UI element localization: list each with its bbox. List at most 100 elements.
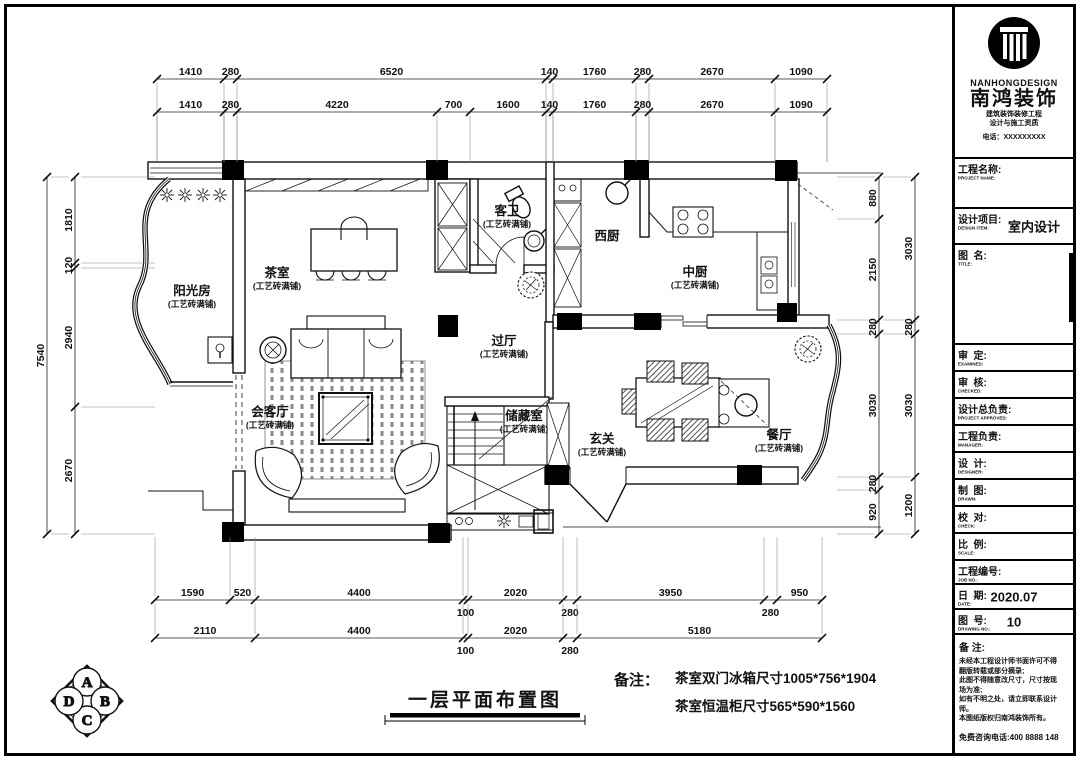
remark-line: 如有不明之处，请立即联系设计 bbox=[959, 696, 1057, 703]
tb-field-label: 设计项目:DESIGN ITEM: bbox=[958, 211, 1001, 232]
remark-lines: 未经本工程设计师书面许可不得翻版转载或部分摘录;此图不得随意改尺寸，尺寸按现场为… bbox=[959, 657, 1069, 724]
tb-label-en: TITLE: bbox=[958, 262, 973, 268]
tb-field-label: 设 计:DESIGNER: bbox=[958, 455, 987, 476]
note-line: 茶室恒温柜尺寸565*590*1560 bbox=[674, 698, 855, 714]
room-label-客卫: 客卫(工艺砖满铺) bbox=[483, 203, 531, 229]
walls bbox=[132, 161, 881, 541]
dim-label: 4220 bbox=[325, 99, 349, 111]
dim-label: 100 bbox=[457, 645, 475, 657]
compass-letter-c: C bbox=[82, 713, 93, 729]
note-line: 茶室双门冰箱尺寸1005*756*1904 bbox=[674, 670, 877, 686]
compass-letter-d: D bbox=[64, 694, 75, 710]
room-name: 会客厅 bbox=[251, 404, 289, 419]
tb-field-label: 比 例:SCALE: bbox=[958, 536, 987, 557]
room-finish-note: (工艺砖满铺) bbox=[168, 299, 216, 309]
dim-chain-left-outer: 7540 bbox=[35, 172, 69, 539]
dim-label: 2670 bbox=[63, 459, 75, 483]
tb-field-label: 图 号:DRAWING NO.: bbox=[958, 612, 994, 633]
tb-label-en: JOB NO.: bbox=[958, 578, 979, 584]
tb-field-0: 工程名称:PROJECT NAME: bbox=[955, 159, 1073, 209]
dim-label: 1090 bbox=[789, 66, 813, 78]
tb-field-value: 室内设计 bbox=[1007, 219, 1060, 235]
dim-label: 1590 bbox=[181, 587, 205, 599]
tb-label-cn: 设 计: bbox=[958, 459, 987, 470]
tb-field-label: 工程名称:PROJECT NAME: bbox=[958, 161, 1001, 182]
company-logo-section: NANHONGDESIGN 南鸿装饰 建筑装饰装修工程 设计与施工资质 电话：X… bbox=[955, 7, 1073, 159]
room-finish-note: (工艺砖满铺) bbox=[500, 424, 548, 434]
company-logo-icon bbox=[988, 17, 1040, 69]
room-finish-note: (工艺砖满铺) bbox=[755, 443, 803, 453]
remark-line: 本图纸版权归南鸿装饰所有。 bbox=[959, 715, 1050, 722]
title-block-remarks: 备 注: 未经本工程设计师书面许可不得翻版转载或部分摘录;此图不得随意改尺寸，尺… bbox=[955, 635, 1073, 753]
dim-label: 100 bbox=[457, 607, 475, 619]
dim-label: 280 bbox=[561, 607, 579, 619]
tb-field-label: 工程负责:MANAGER: bbox=[958, 428, 1001, 449]
compass-letter-b: B bbox=[100, 694, 110, 710]
dim-label: 2940 bbox=[63, 326, 75, 350]
hotline: 免费咨询电话:400 8888 148 bbox=[959, 732, 1059, 742]
brand-phone: 电话：XXXXXXXXX bbox=[982, 134, 1046, 141]
dim-label: 280 bbox=[867, 318, 879, 336]
brand-name-en: NANHONGDESIGN bbox=[970, 78, 1058, 88]
remark-line: 翻版转载或部分摘录; bbox=[959, 667, 1025, 675]
tb-field-11: 工程编号:JOB NO.: bbox=[955, 561, 1073, 585]
dim-label: 2110 bbox=[194, 625, 217, 637]
tb-label-en: CHECK: bbox=[958, 524, 976, 530]
tb-field-label: 审 定:EXAMINED: bbox=[958, 347, 987, 368]
dim-label: 520 bbox=[234, 587, 252, 599]
tb-field-2: 图 名:TITLE: bbox=[955, 245, 1073, 345]
tb-field-13: 图 号:DRAWING NO.: 10 bbox=[955, 610, 1073, 635]
tb-label-en: MANAGER: bbox=[958, 443, 983, 449]
dim-label: 280 bbox=[634, 66, 652, 78]
room-label-西厨: 西厨 bbox=[594, 228, 620, 243]
dim-label: 280 bbox=[222, 66, 240, 78]
room-name: 餐厅 bbox=[765, 427, 792, 442]
dim-label: 280 bbox=[634, 99, 652, 111]
tb-field-9: 校 对:CHECK: bbox=[955, 507, 1073, 534]
tb-label-en: SCALE: bbox=[958, 551, 975, 557]
room-finish-note: (工艺砖满铺) bbox=[480, 349, 528, 359]
dim-label: 4400 bbox=[347, 625, 371, 637]
tb-label-cn: 审 核: bbox=[958, 378, 987, 389]
tb-label-en: PROJECT NAME: bbox=[958, 176, 996, 182]
tb-label-en: DESIGNER: bbox=[958, 470, 984, 476]
tb-label-en: DESIGN ITEM: bbox=[958, 226, 989, 232]
room-name: 阳光房 bbox=[173, 283, 211, 298]
title-block: NANHONGDESIGN 南鸿装饰 建筑装饰装修工程 设计与施工资质 电话：X… bbox=[952, 7, 1073, 753]
remark-line: 师。 bbox=[959, 705, 973, 713]
tb-label-cn: 制 图: bbox=[958, 486, 987, 497]
tb-label-cn: 审 定: bbox=[958, 351, 987, 362]
dim-label: 700 bbox=[445, 99, 463, 111]
tb-field-10: 比 例:SCALE: bbox=[955, 534, 1073, 561]
tb-label-en: DATE: bbox=[958, 602, 972, 608]
remark-line: 此图不得随意改尺寸，尺寸按现 bbox=[959, 677, 1057, 684]
tb-field-label: 校 对:CHECK: bbox=[958, 509, 987, 530]
room-label-茶室: 茶室(工艺砖满铺) bbox=[253, 265, 301, 291]
tb-label-cn: 图 名: bbox=[958, 251, 987, 262]
dim-label: 1760 bbox=[583, 66, 607, 78]
room-finish-note: (工艺砖满铺) bbox=[253, 281, 301, 291]
tb-label-en: DRAWING NO.: bbox=[958, 627, 991, 633]
room-name: 中厨 bbox=[682, 264, 708, 279]
room-name: 过厅 bbox=[491, 333, 517, 348]
brand-tagline-1: 建筑装饰装修工程 bbox=[986, 111, 1042, 118]
dim-label: 1090 bbox=[789, 99, 813, 111]
tb-field-4: 审 核:CHECKED: bbox=[955, 372, 1073, 399]
room-label-过厅: 过厅(工艺砖满铺) bbox=[480, 333, 528, 359]
tb-field-label: 图 名:TITLE: bbox=[958, 247, 987, 268]
dim-label: 1410 bbox=[179, 99, 203, 111]
dim-label: 2020 bbox=[504, 587, 528, 599]
tb-field-6: 工程负责:MANAGER: bbox=[955, 426, 1073, 453]
tb-field-label: 制 图:DRAWN: bbox=[958, 482, 987, 503]
tb-field-value: 2020.07 bbox=[990, 589, 1038, 604]
brand-name-cn: 南鸿装饰 bbox=[970, 88, 1058, 110]
tb-field-value: 10 bbox=[1006, 614, 1022, 629]
tb-label-en: EXAMINED: bbox=[958, 362, 984, 368]
tb-field-label: 日 期:DATE: bbox=[958, 587, 987, 608]
tb-decor-strip bbox=[1069, 253, 1073, 322]
